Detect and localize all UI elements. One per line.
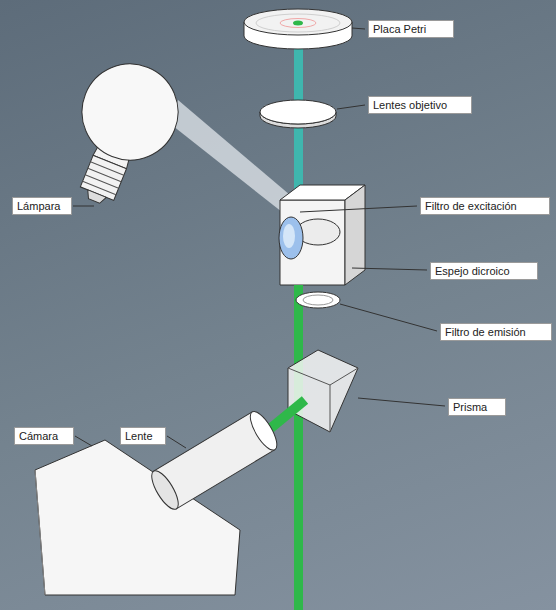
leader-line bbox=[337, 105, 365, 109]
camera-lens bbox=[147, 408, 282, 513]
leader-line bbox=[352, 268, 427, 270]
label-text: Filtro de excitación bbox=[425, 199, 545, 213]
emission-filter bbox=[296, 292, 340, 308]
label-text: Lámpara bbox=[17, 199, 67, 213]
leader-line bbox=[340, 304, 437, 331]
camera-edge bbox=[35, 470, 45, 595]
label-text: Placa Petri bbox=[373, 22, 449, 36]
part-label: Espejo dicroico bbox=[430, 262, 538, 280]
part-label: Lente bbox=[120, 427, 166, 445]
objective-lens bbox=[260, 100, 336, 124]
leader-line bbox=[300, 206, 417, 212]
label-text: Lentes objetivo bbox=[373, 98, 467, 112]
leader-lines bbox=[73, 28, 445, 448]
part-label: Prisma bbox=[448, 398, 506, 416]
camera-beam bbox=[266, 400, 305, 432]
leader-line bbox=[167, 436, 186, 448]
part-label: Placa Petri bbox=[368, 20, 454, 38]
label-text: Cámara bbox=[19, 429, 69, 443]
lamp-bulb bbox=[50, 50, 193, 219]
prism bbox=[288, 350, 358, 432]
part-label: Cámara bbox=[14, 427, 74, 445]
leader-line bbox=[75, 436, 92, 446]
leader-line bbox=[73, 206, 94, 207]
label-text: Espejo dicroico bbox=[435, 264, 533, 278]
label-text: Filtro de emisión bbox=[445, 325, 547, 339]
filter-cube-side bbox=[345, 185, 365, 285]
leader-line bbox=[358, 398, 445, 406]
sample-ring bbox=[280, 19, 316, 28]
filter-cube-front bbox=[280, 200, 345, 285]
label-text: Prisma bbox=[453, 400, 501, 414]
petri-dish-rim bbox=[256, 14, 340, 32]
part-label: Filtro de excitación bbox=[420, 197, 550, 215]
part-label: Filtro de emisión bbox=[440, 323, 552, 341]
label-text: Lente bbox=[125, 429, 161, 443]
emission-filter-ring bbox=[303, 295, 333, 305]
sample-dot bbox=[293, 21, 303, 26]
petri-dish-top bbox=[244, 9, 352, 35]
part-label: Lentes objetivo bbox=[368, 96, 472, 114]
part-label: Lámpara bbox=[12, 197, 72, 215]
excitation-filter bbox=[279, 217, 303, 259]
leader-line bbox=[352, 28, 365, 29]
excitation-filter-glint bbox=[283, 224, 295, 248]
